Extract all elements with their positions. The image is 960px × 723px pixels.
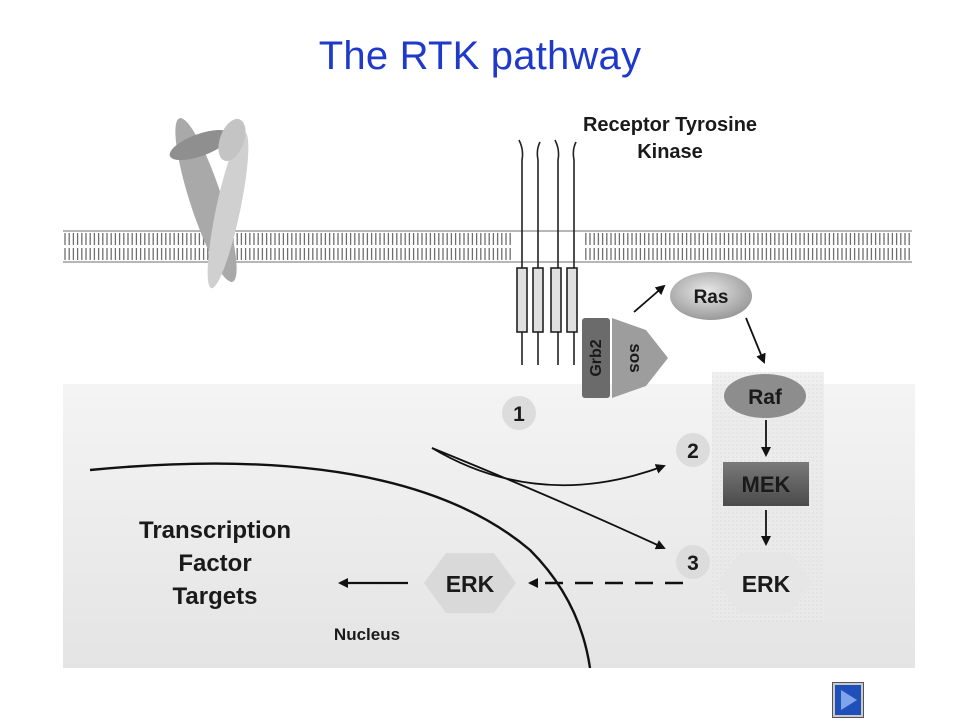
targets-label-line1: Transcription [139, 517, 291, 544]
nuclear-envelope [89, 462, 592, 669]
grb2-adaptor: Grb2 [582, 318, 610, 398]
play-next-icon [832, 682, 864, 718]
membrane-receptor-left [169, 118, 249, 289]
step3-arrow [431, 447, 666, 550]
sos-to-ras-arrow [633, 284, 666, 313]
step-1-marker: 1 [502, 396, 536, 430]
ras-node: Ras [670, 272, 752, 320]
erk-nuclear-node: ERK [424, 553, 516, 613]
erk-nuclear-label: ERK [446, 571, 495, 597]
step-1-label: 1 [513, 403, 525, 426]
membrane-lipid-bilayer [64, 233, 910, 260]
raf-node: Raf [724, 374, 806, 418]
mek-node: MEK [723, 462, 809, 506]
receptor-tyrosine-kinase [516, 139, 578, 365]
targets-label-line2: Factor [178, 550, 251, 577]
step-3-marker: 3 [676, 545, 710, 579]
nucleus-label: Nucleus [334, 625, 400, 644]
next-slide-button[interactable] [832, 682, 864, 718]
slide-title: The RTK pathway [318, 34, 642, 78]
targets-label-line3: Targets [173, 583, 258, 610]
ras-to-raf-arrow [745, 317, 766, 364]
grb2-label: Grb2 [588, 339, 605, 376]
step-2-marker: 2 [676, 433, 710, 467]
sos-protein: sos [612, 318, 668, 398]
step2-arrow [431, 447, 666, 487]
step-2-label: 2 [687, 440, 699, 463]
pathway-arrows [338, 284, 771, 588]
receptor-label-line1: Receptor Tyrosine [583, 114, 757, 136]
raf-label: Raf [748, 386, 783, 409]
receptor-label-line2: Kinase [637, 141, 703, 163]
step-3-label: 3 [687, 552, 699, 575]
ras-label: Ras [694, 287, 729, 308]
sos-label: sos [626, 343, 645, 372]
erk-cytoplasmic-label: ERK [742, 571, 791, 597]
erk-cytoplasmic-node: ERK [718, 553, 812, 613]
mek-label: MEK [742, 472, 791, 497]
